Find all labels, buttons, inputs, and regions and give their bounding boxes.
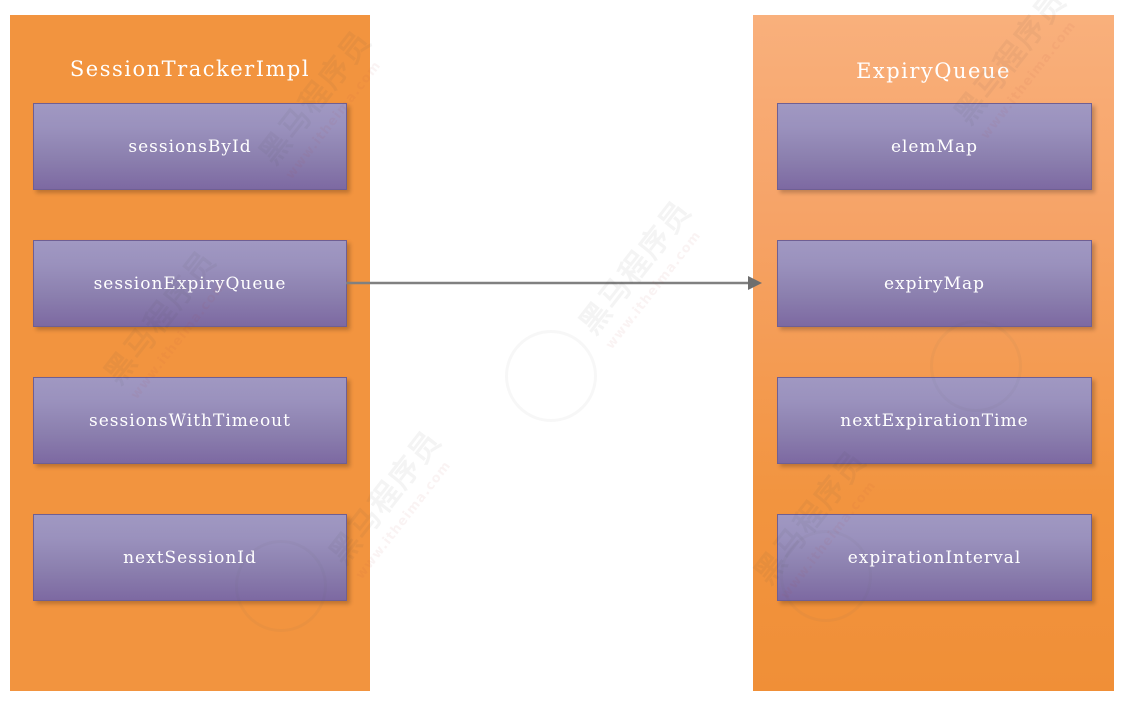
- field-label: sessionsWithTimeout: [89, 410, 291, 431]
- watermark-text-url: www.itheima.com: [602, 228, 705, 353]
- field-box-sessions-with-timeout[interactable]: sessionsWithTimeout: [33, 377, 347, 464]
- watermark-text-cn: 黑马程序员: [573, 193, 700, 342]
- field-box-session-expiry-queue[interactable]: sessionExpiryQueue: [33, 240, 347, 327]
- field-label: expirationInterval: [847, 547, 1022, 568]
- field-box-expiration-interval[interactable]: expirationInterval: [777, 514, 1092, 601]
- class-title-session-tracker-impl: SessionTrackerImpl: [69, 57, 311, 81]
- field-box-expiry-map[interactable]: expiryMap: [777, 240, 1092, 327]
- field-label: nextExpirationTime: [840, 410, 1029, 431]
- association-arrow[interactable]: [346, 276, 762, 290]
- field-box-elem-map[interactable]: elemMap: [777, 103, 1092, 190]
- field-label: sessionsById: [128, 136, 252, 157]
- field-box-next-session-id[interactable]: nextSessionId: [33, 514, 347, 601]
- field-box-sessions-by-id[interactable]: sessionsById: [33, 103, 347, 190]
- class-box-expiry-queue[interactable]: ExpiryQueue elemMap expiryMap nextExpira…: [753, 15, 1114, 691]
- field-label: sessionExpiryQueue: [93, 273, 287, 294]
- class-title-expiry-queue: ExpiryQueue: [856, 59, 1011, 83]
- field-box-next-expiration-time[interactable]: nextExpirationTime: [777, 377, 1092, 464]
- watermark-ring-1: [505, 330, 597, 422]
- field-label: expiryMap: [883, 273, 986, 294]
- field-label: elemMap: [890, 136, 979, 157]
- class-box-session-tracker-impl[interactable]: SessionTrackerImpl sessionsById sessionE…: [10, 15, 370, 691]
- watermark-1: 黑马程序员 www.itheima.com: [567, 189, 714, 353]
- field-label: nextSessionId: [123, 547, 257, 568]
